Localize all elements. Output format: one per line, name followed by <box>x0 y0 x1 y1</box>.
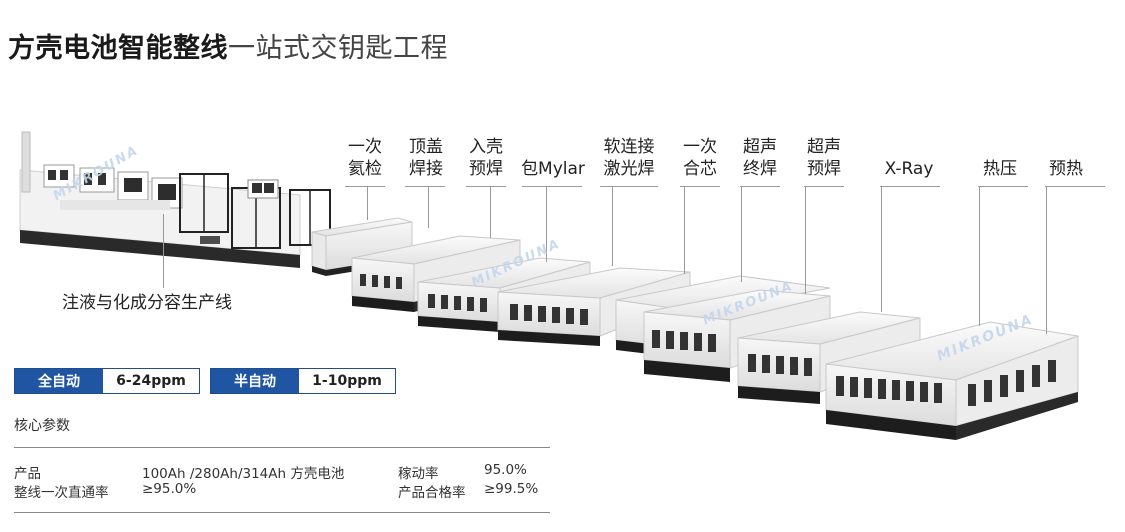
mode-badge-auto: 全自动 6-24ppm <box>14 368 200 394</box>
param-value-product: 100Ah /280Ah/314Ah 方壳电池 <box>142 466 345 482</box>
mode-value-auto: 6-24ppm <box>103 369 199 393</box>
param-value-yield: ≥99.5% <box>484 481 539 497</box>
station-label-7: 超声 终焊 <box>743 137 777 179</box>
mode-value-semi: 1-10ppm <box>299 369 395 393</box>
station-label-11: 预热 <box>1049 159 1083 179</box>
page-title: 方壳电池智能整线一站式交钥匙工程 <box>8 26 448 65</box>
param-label-yield: 产品合格率 <box>398 485 466 501</box>
station-label-6: 一次 合芯 <box>683 137 717 179</box>
param-label-uptime: 稼动率 <box>398 466 439 482</box>
params-divider-top <box>14 447 550 448</box>
mode-key-auto: 全自动 <box>15 369 103 393</box>
params-divider-bottom <box>14 512 550 513</box>
mode-key-semi: 半自动 <box>211 369 299 393</box>
machine-2 <box>351 235 521 312</box>
machine-8 <box>825 321 1079 440</box>
title-main: 方壳电池智能整线 <box>8 33 228 64</box>
station-label-10: 热压 <box>983 159 1017 179</box>
station-label-5: 软连接 激光焊 <box>603 137 655 179</box>
title-sub: 一站式交钥匙工程 <box>228 33 448 64</box>
machine-1 <box>311 217 413 276</box>
station-label-2: 顶盖 焊接 <box>409 137 443 179</box>
station-label-8: 超声 预焊 <box>807 137 841 179</box>
param-value-firstpass: ≥95.0% <box>142 481 197 497</box>
station-label-1: 一次 氦检 <box>348 137 382 179</box>
injection-line <box>19 131 331 268</box>
param-label-firstpass: 整线一次直通率 <box>14 485 109 501</box>
mode-badge-semi: 半自动 1-10ppm <box>210 368 396 394</box>
params-title: 核心参数 <box>14 418 70 434</box>
param-value-uptime: 95.0% <box>484 462 527 478</box>
injection-line-label: 注液与化成分容生产线 <box>62 293 232 313</box>
station-label-3: 入壳 预焊 <box>469 137 503 179</box>
station-label-9: X-Ray <box>884 159 934 179</box>
station-label-4: 包Mylar <box>521 159 585 179</box>
param-label-product: 产品 <box>14 466 41 482</box>
